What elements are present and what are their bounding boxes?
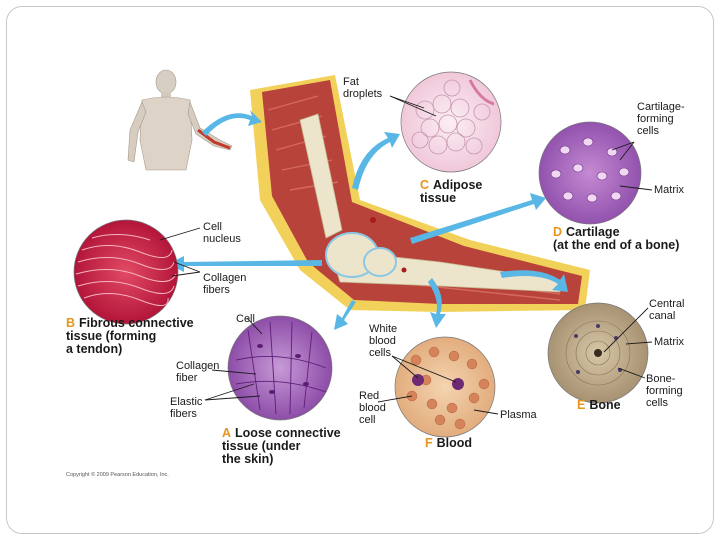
human-figure-icon [127,69,233,171]
cartilage-micrograph [538,121,642,225]
caption-text-f: Blood [436,436,473,450]
label-bone-forming-cells: Bone- forming cells [646,373,683,409]
caption-letter-f: F [425,436,433,450]
caption-letter-e: E [577,398,586,412]
caption-text-b: Fibrous connective tissue (forming a ten… [66,316,194,356]
caption-letter-b: B [66,316,76,330]
caption-text-e: Bone [589,398,621,412]
caption-text-d: Cartilage (at the end of a bone) [553,225,680,252]
label-cell: Cell [236,313,255,325]
label-collagen-fibers: Collagen fibers [203,272,247,296]
caption-text-a: Loose connective tissue (under the skin) [222,426,341,466]
bone-micrograph [547,302,649,404]
label-red-blood-cell: Red blood cell [359,390,386,426]
label-matrix-bone: Matrix [654,336,684,348]
connector-arrows [168,110,568,330]
fibrous-micrograph [73,219,179,325]
label-white-blood-cells: White blood cells [369,323,398,359]
label-fat-droplets: Fat droplets [343,76,383,100]
caption-text-c: Adipose tissue [420,178,483,205]
caption-letter-a: A [222,426,232,440]
label-central-canal: Central canal [649,298,685,322]
label-collagen-fiber: Collagen fiber [176,360,220,384]
arm-cross-section [250,75,590,312]
loose-ct-micrograph [227,315,333,421]
label-cartilage-forming-cells: Cartilage- forming cells [637,101,685,137]
label-elastic-fibers: Elastic fibers [170,396,203,420]
label-plasma: Plasma [500,409,537,421]
caption-letter-c: C [420,178,430,192]
caption-letter-d: D [553,225,563,239]
leader-lines [159,95,653,415]
adipose-micrograph [400,71,502,173]
label-cell-nucleus: Cell nucleus [203,221,241,245]
copyright-notice: Copyright © 2009 Pearson Education, Inc. [66,472,169,478]
blood-micrograph [394,336,496,438]
label-matrix-cartilage: Matrix [654,184,684,196]
